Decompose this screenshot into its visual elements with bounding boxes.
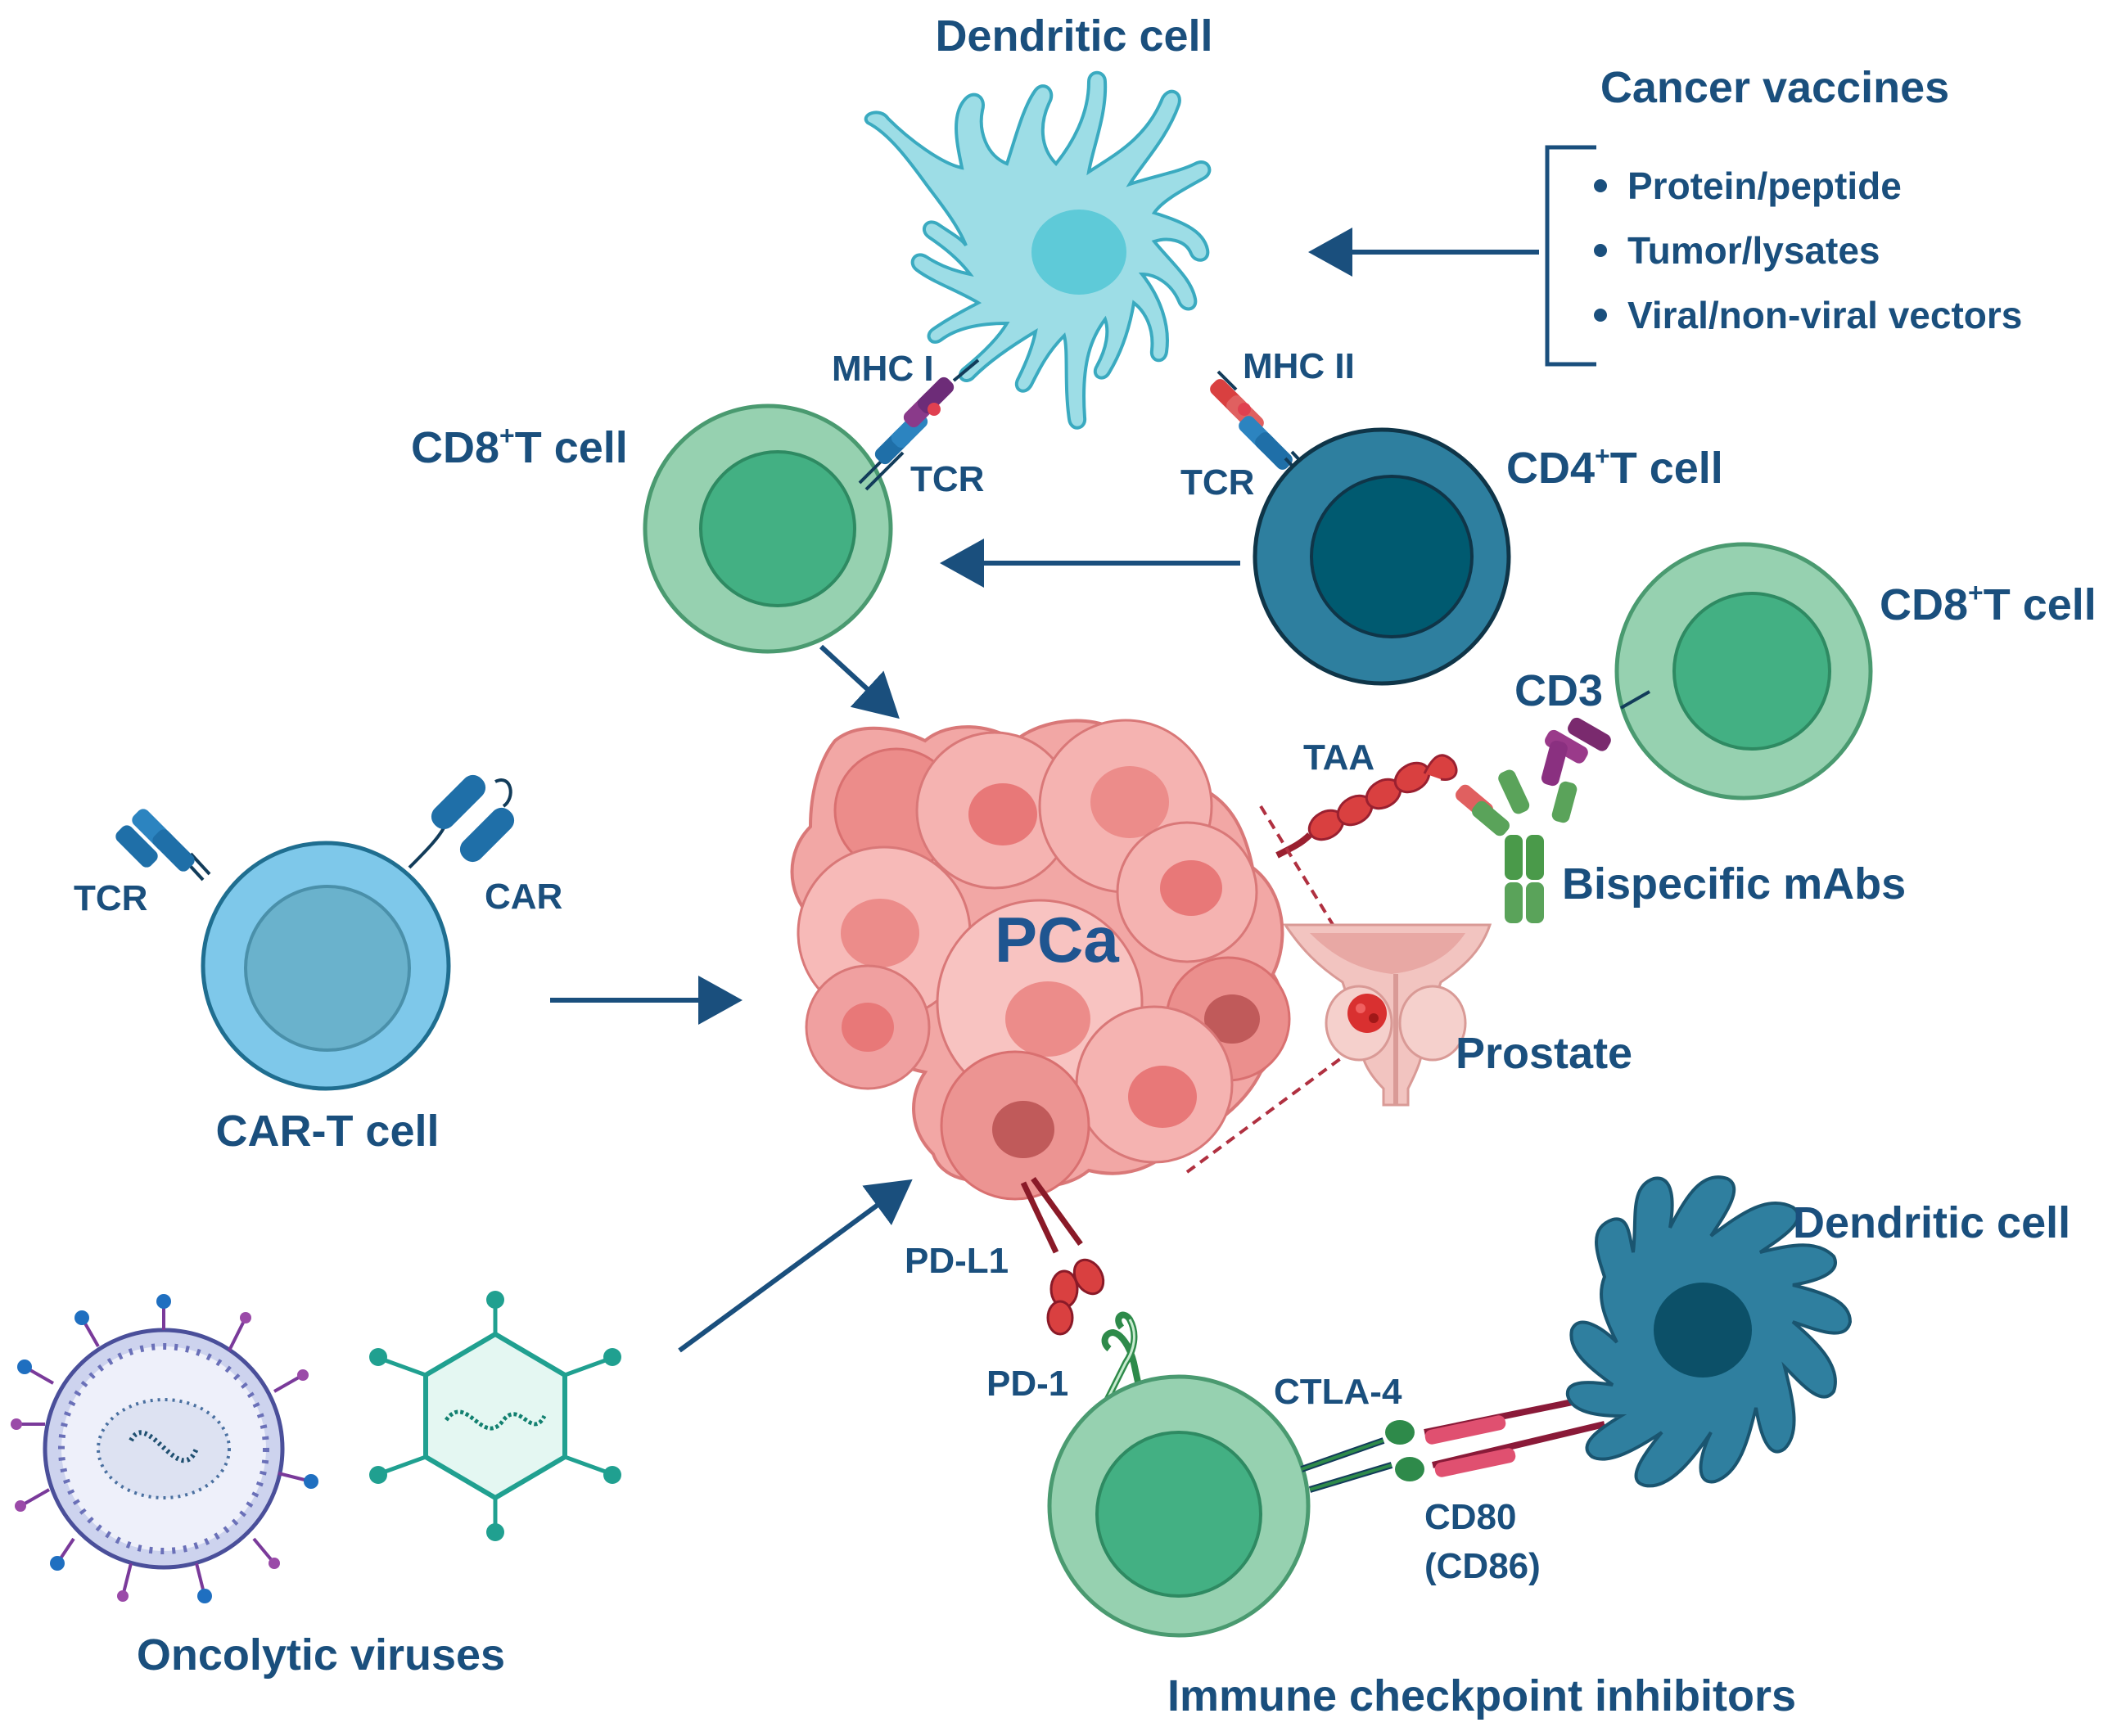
cd3-label: CD3 bbox=[1514, 666, 1603, 715]
tcr-left-label: TCR bbox=[910, 459, 984, 499]
bispecific-label: Bispecific mAbs bbox=[1562, 859, 1906, 909]
cd8-t-cell-right bbox=[1614, 542, 1873, 800]
cd80-label: CD80 bbox=[1424, 1497, 1517, 1537]
pd1-label: PD-1 bbox=[986, 1364, 1068, 1404]
vaccine-bracket bbox=[1545, 145, 1596, 367]
cart-cell-label: CAR-T cell bbox=[215, 1107, 439, 1156]
mhc1-tcr-complex bbox=[858, 358, 980, 491]
vaccine-bullet-3 bbox=[1594, 309, 1607, 322]
cd8-to-tumor-arrow bbox=[819, 644, 900, 719]
tumor-cluster bbox=[790, 719, 1291, 1201]
cd4-t-cell bbox=[1253, 427, 1511, 686]
cart-tcr-receptor bbox=[115, 809, 211, 882]
cd8-t-cell-bottom bbox=[1047, 1374, 1311, 1638]
mhc1-label: MHC I bbox=[832, 349, 934, 389]
cd4-label: CD4+T cell bbox=[1506, 441, 1723, 493]
car-receptor bbox=[408, 774, 515, 869]
oncolytic-virus-naked bbox=[369, 1291, 621, 1541]
pca-label: PCa bbox=[995, 904, 1119, 976]
tcr-right-label: TCR bbox=[1180, 462, 1254, 503]
mhc2-label: MHC II bbox=[1243, 346, 1355, 386]
bispecific-antibody bbox=[1456, 690, 1650, 923]
vaccine-item-1: Protein/peptide bbox=[1627, 165, 1902, 207]
pdl1-label: PD-L1 bbox=[905, 1241, 1009, 1281]
cd86-label: (CD86) bbox=[1424, 1546, 1541, 1586]
ctla4-label: CTLA-4 bbox=[1274, 1372, 1402, 1412]
taa-antigen bbox=[1275, 754, 1458, 859]
cd8-right-label: CD8+T cell bbox=[1880, 578, 2097, 629]
vaccine-bullet-2 bbox=[1594, 244, 1607, 257]
oncolytic-viruses-label: Oncolytic viruses bbox=[137, 1630, 505, 1680]
cancer-vaccines-label: Cancer vaccines bbox=[1600, 63, 1949, 112]
prostate-organ bbox=[1283, 923, 1492, 1107]
virus-to-tumor-arrow bbox=[678, 1179, 913, 1353]
car-t-cell bbox=[201, 841, 451, 1091]
icis-label: Immune checkpoint inhibitors bbox=[1167, 1671, 1796, 1720]
cd80-receptor bbox=[1424, 1392, 1605, 1477]
dendritic-cell-bottom bbox=[1565, 1175, 1853, 1488]
taa-label: TAA bbox=[1303, 737, 1374, 778]
pdl1-receptor bbox=[1020, 1176, 1105, 1336]
dendritic-cell-top bbox=[864, 70, 1212, 430]
car-label: CAR bbox=[485, 877, 562, 917]
cd8-t-cell-left bbox=[643, 404, 893, 654]
vaccine-item-3: Viral/non-viral vectors bbox=[1627, 294, 2022, 336]
pd1-receptor bbox=[1101, 1311, 1145, 1405]
arrows bbox=[550, 228, 1539, 1353]
prostate-label: Prostate bbox=[1456, 1029, 1632, 1078]
cart-tcr-label: TCR bbox=[74, 878, 147, 918]
dendritic-cell-bottom-label: Dendritic cell bbox=[1793, 1198, 2070, 1247]
dendritic-cell-top-label: Dendritic cell bbox=[935, 11, 1212, 61]
vaccine-item-2: Tumor/lysates bbox=[1627, 229, 1880, 272]
vaccine-bullet-1 bbox=[1594, 179, 1607, 192]
cd8-left-label: CD8+T cell bbox=[411, 421, 628, 472]
oncolytic-virus-enveloped bbox=[11, 1294, 318, 1603]
ctla4-receptor bbox=[1300, 1420, 1424, 1493]
